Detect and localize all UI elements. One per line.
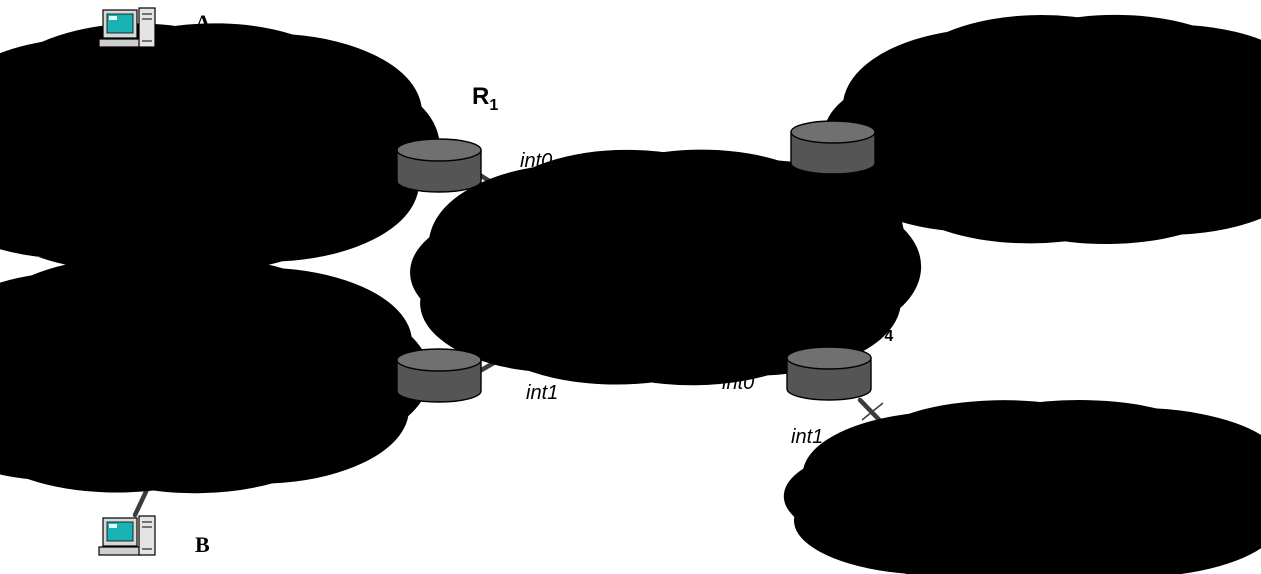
iface-label-r2-int1: int1: [526, 382, 558, 404]
cloud-net-200: 200.44.24.0/24: [925, 62, 1243, 208]
network-label-195: 195.11.24.0/21: [84, 142, 215, 167]
computer-icon: [98, 515, 156, 556]
iface-label-host-a: int0: [76, 63, 108, 85]
router-r2: R2: [396, 311, 488, 403]
router-label-r1: R1: [472, 83, 498, 114]
network-label-150: 150.22.24.0/23: [64, 362, 197, 387]
router-r1: R1: [396, 83, 498, 193]
cloud-internet: Internet: [887, 438, 1209, 557]
router-label-r4: R4: [867, 314, 893, 345]
host-a: A: [98, 7, 211, 48]
iface-label-r4-int0: int0: [722, 372, 754, 394]
network-label-internet: Internet: [988, 477, 1093, 510]
host-label-b: B: [195, 532, 210, 557]
iface-label-r4-int1: int1: [791, 426, 823, 448]
router-r3: R3: [790, 64, 892, 175]
iface-label-r2-int0: int0: [356, 420, 388, 442]
iface-label-r1-int1: int1: [367, 136, 399, 158]
iface-label-r1-int0: int0: [520, 150, 552, 172]
tick-r4-int1: [861, 402, 884, 421]
computer-icon: [98, 7, 156, 48]
router-r4: R4: [786, 314, 893, 401]
cloud-net-150: 150.22.24.0/23: [10, 306, 336, 455]
iface-label-r3-int1: int1: [727, 163, 759, 185]
host-b: B: [98, 515, 210, 557]
cloud-net-195: 195.11.24.0/21: [20, 74, 346, 231]
iface-label-r3-int0: int0: [877, 187, 909, 209]
cloud-net-201: 201.33.24.0/22: [511, 198, 829, 347]
host-label-a: A: [195, 10, 211, 35]
router-label-r2: R2: [462, 311, 488, 342]
network-label-201: 201.33.24.0/22: [586, 256, 719, 281]
network-label-200: 200.44.24.0/24: [988, 132, 1121, 157]
interface-labels: int0 int1 int0 int0 int1 int1 int0 int0 …: [76, 63, 909, 448]
router-label-r3: R3: [866, 64, 892, 95]
